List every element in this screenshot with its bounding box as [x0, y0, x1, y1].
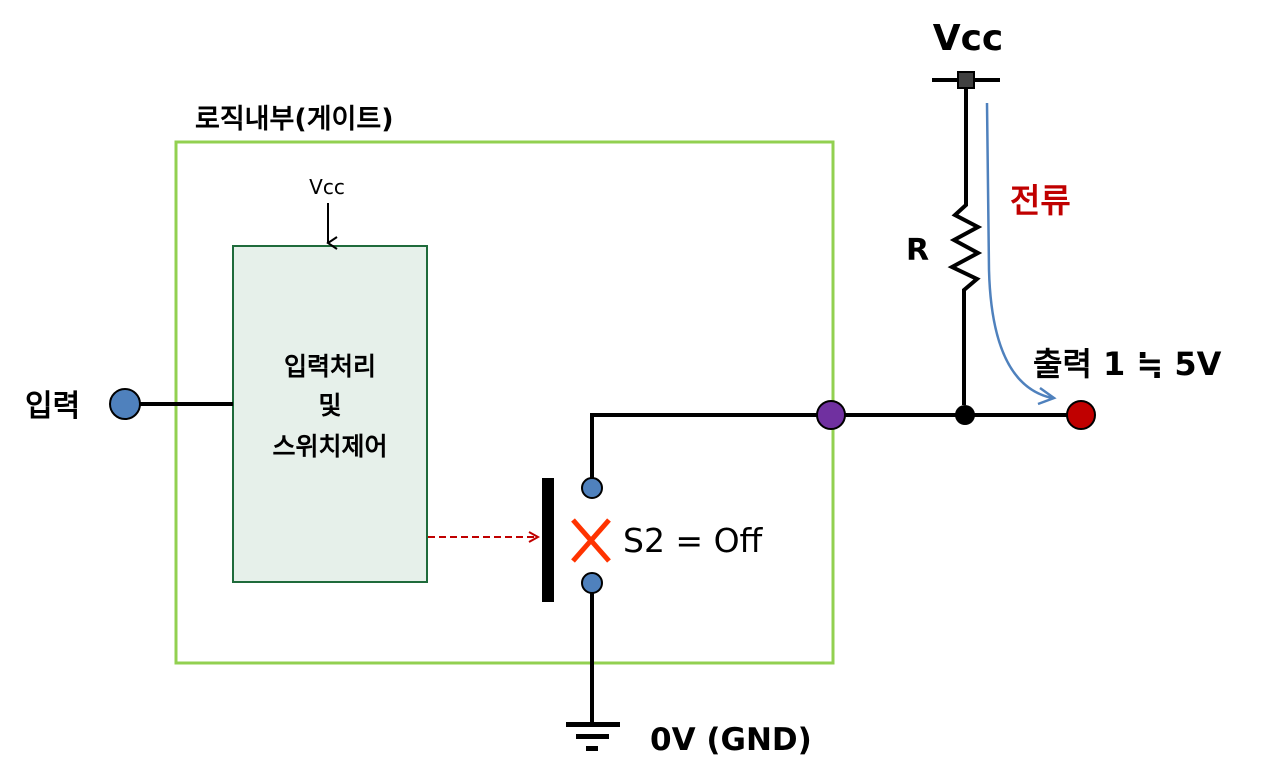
- input-label: 입력: [25, 389, 80, 424]
- boundary-node: [816, 400, 846, 430]
- resistor-label: R: [906, 233, 929, 268]
- block-text-line2: 및: [318, 391, 341, 420]
- current-label: 전류: [1010, 181, 1071, 220]
- ground-label: 0V (GND): [650, 722, 812, 758]
- inner-vcc-label: Vcc: [309, 175, 345, 199]
- block-text-line3: 스위치제어: [272, 432, 387, 461]
- output-voltage-label: 출력 1 ≒ 5V: [1033, 345, 1222, 383]
- vcc-terminal: [957, 71, 975, 89]
- block-text-line1: 입력처리: [284, 352, 376, 381]
- input-node: [109, 388, 141, 420]
- logic-internal-title: 로직내부(게이트): [195, 104, 394, 135]
- switch-bottom-contact: [581, 572, 603, 594]
- current-flow-arrow: [985, 102, 1057, 406]
- output-node: [1066, 400, 1096, 430]
- junction-node: [955, 405, 975, 425]
- ground-icon: [566, 722, 620, 751]
- switch-state-label: S2 = Off: [623, 521, 764, 560]
- vcc-label: Vcc: [933, 18, 1004, 59]
- pullup-resistor: [947, 88, 983, 405]
- switch-actuator-bar: [542, 478, 554, 602]
- switch-top-contact: [581, 477, 603, 499]
- output-wire: [590, 413, 1080, 478]
- switch-open-x-icon: [571, 518, 611, 563]
